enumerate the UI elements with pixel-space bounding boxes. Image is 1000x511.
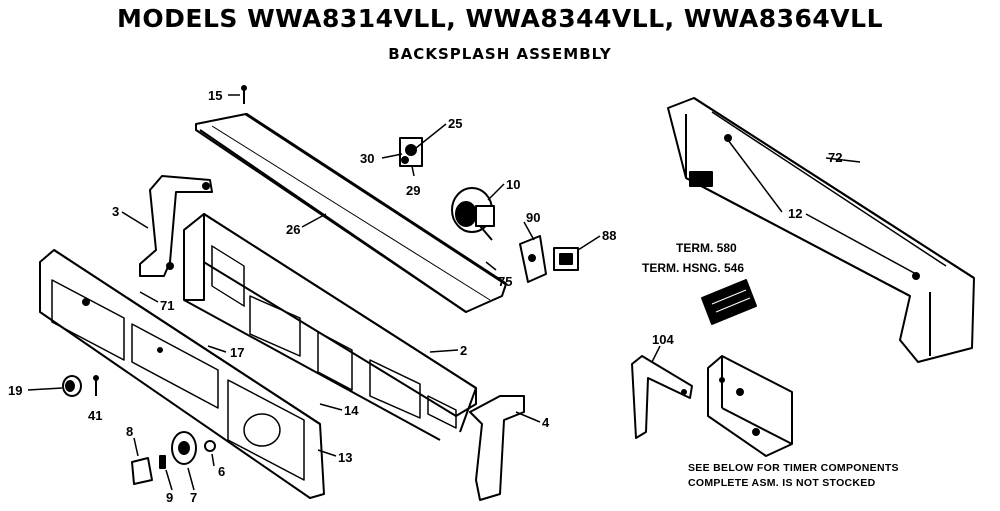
callout-30: 30 xyxy=(360,151,374,166)
part-right-end-cap-4 xyxy=(469,395,525,501)
timer-note-line-2: COMPLETE ASM. IS NOT STOCKED xyxy=(688,477,876,489)
callout-3: 3 xyxy=(112,204,119,219)
part-knob-19 xyxy=(62,375,82,397)
part-bracket-104 xyxy=(631,355,693,439)
callout-41: 41 xyxy=(88,408,102,423)
callout-17: 17 xyxy=(230,345,244,360)
diagram-subtitle: BACKSPLASH ASSEMBLY xyxy=(388,45,612,63)
part-timer-assembly xyxy=(707,355,793,457)
callout-104: 104 xyxy=(652,332,674,347)
part-housing-72 xyxy=(667,97,975,363)
part-dial-7 xyxy=(171,431,197,465)
timer-note: SEE BELOW FOR TIMER COMPONENTS COMPLETE … xyxy=(688,461,899,491)
callout-29: 29 xyxy=(406,183,420,198)
callout-26: 26 xyxy=(286,222,300,237)
part-switch-88 xyxy=(553,247,579,271)
part-screw-41 xyxy=(93,375,99,396)
callout-4: 4 xyxy=(542,415,550,430)
leader-lines xyxy=(27,94,917,491)
callout-13: 13 xyxy=(338,450,352,465)
callout-75: 75 xyxy=(498,274,512,289)
callout-6: 6 xyxy=(218,464,225,479)
part-backsplash-body-2 xyxy=(183,213,477,441)
callout-2: 2 xyxy=(460,343,467,358)
callout-71: 71 xyxy=(160,298,174,313)
terminal-housing-label-546: TERM. HSNG. 546 xyxy=(642,261,744,275)
terminal-label-580: TERM. 580 xyxy=(676,241,737,255)
callout-12: 12 xyxy=(788,206,802,221)
callout-88: 88 xyxy=(602,228,616,243)
callout-10: 10 xyxy=(506,177,520,192)
timer-note-line-1: SEE BELOW FOR TIMER COMPONENTS xyxy=(688,462,899,474)
diagram-title: MODELS WWA8314VLL, WWA8344VLL, WWA8364VL… xyxy=(117,4,883,33)
part-terminal-housing-546 xyxy=(701,279,757,325)
callout-25: 25 xyxy=(448,116,462,131)
callout-90: 90 xyxy=(526,210,540,225)
part-top-cover-26 xyxy=(195,112,507,313)
callout-8: 8 xyxy=(126,424,133,439)
part-left-end-cap-3 xyxy=(139,175,213,277)
part-knob-8 xyxy=(131,457,153,485)
callout-7: 7 xyxy=(190,490,197,505)
part-clip-6 xyxy=(204,440,216,452)
callout-15: 15 xyxy=(208,88,222,103)
part-bracket-90 xyxy=(519,235,547,283)
part-switch-bracket-25 xyxy=(399,137,423,167)
part-front-panel-13 xyxy=(39,249,325,499)
part-spring-9 xyxy=(159,455,166,469)
callout-9: 9 xyxy=(166,490,173,505)
callout-72: 72 xyxy=(828,150,842,165)
part-control-10 xyxy=(451,187,495,241)
part-screw-15 xyxy=(241,85,247,104)
callout-19: 19 xyxy=(8,383,22,398)
callout-14: 14 xyxy=(344,403,359,418)
